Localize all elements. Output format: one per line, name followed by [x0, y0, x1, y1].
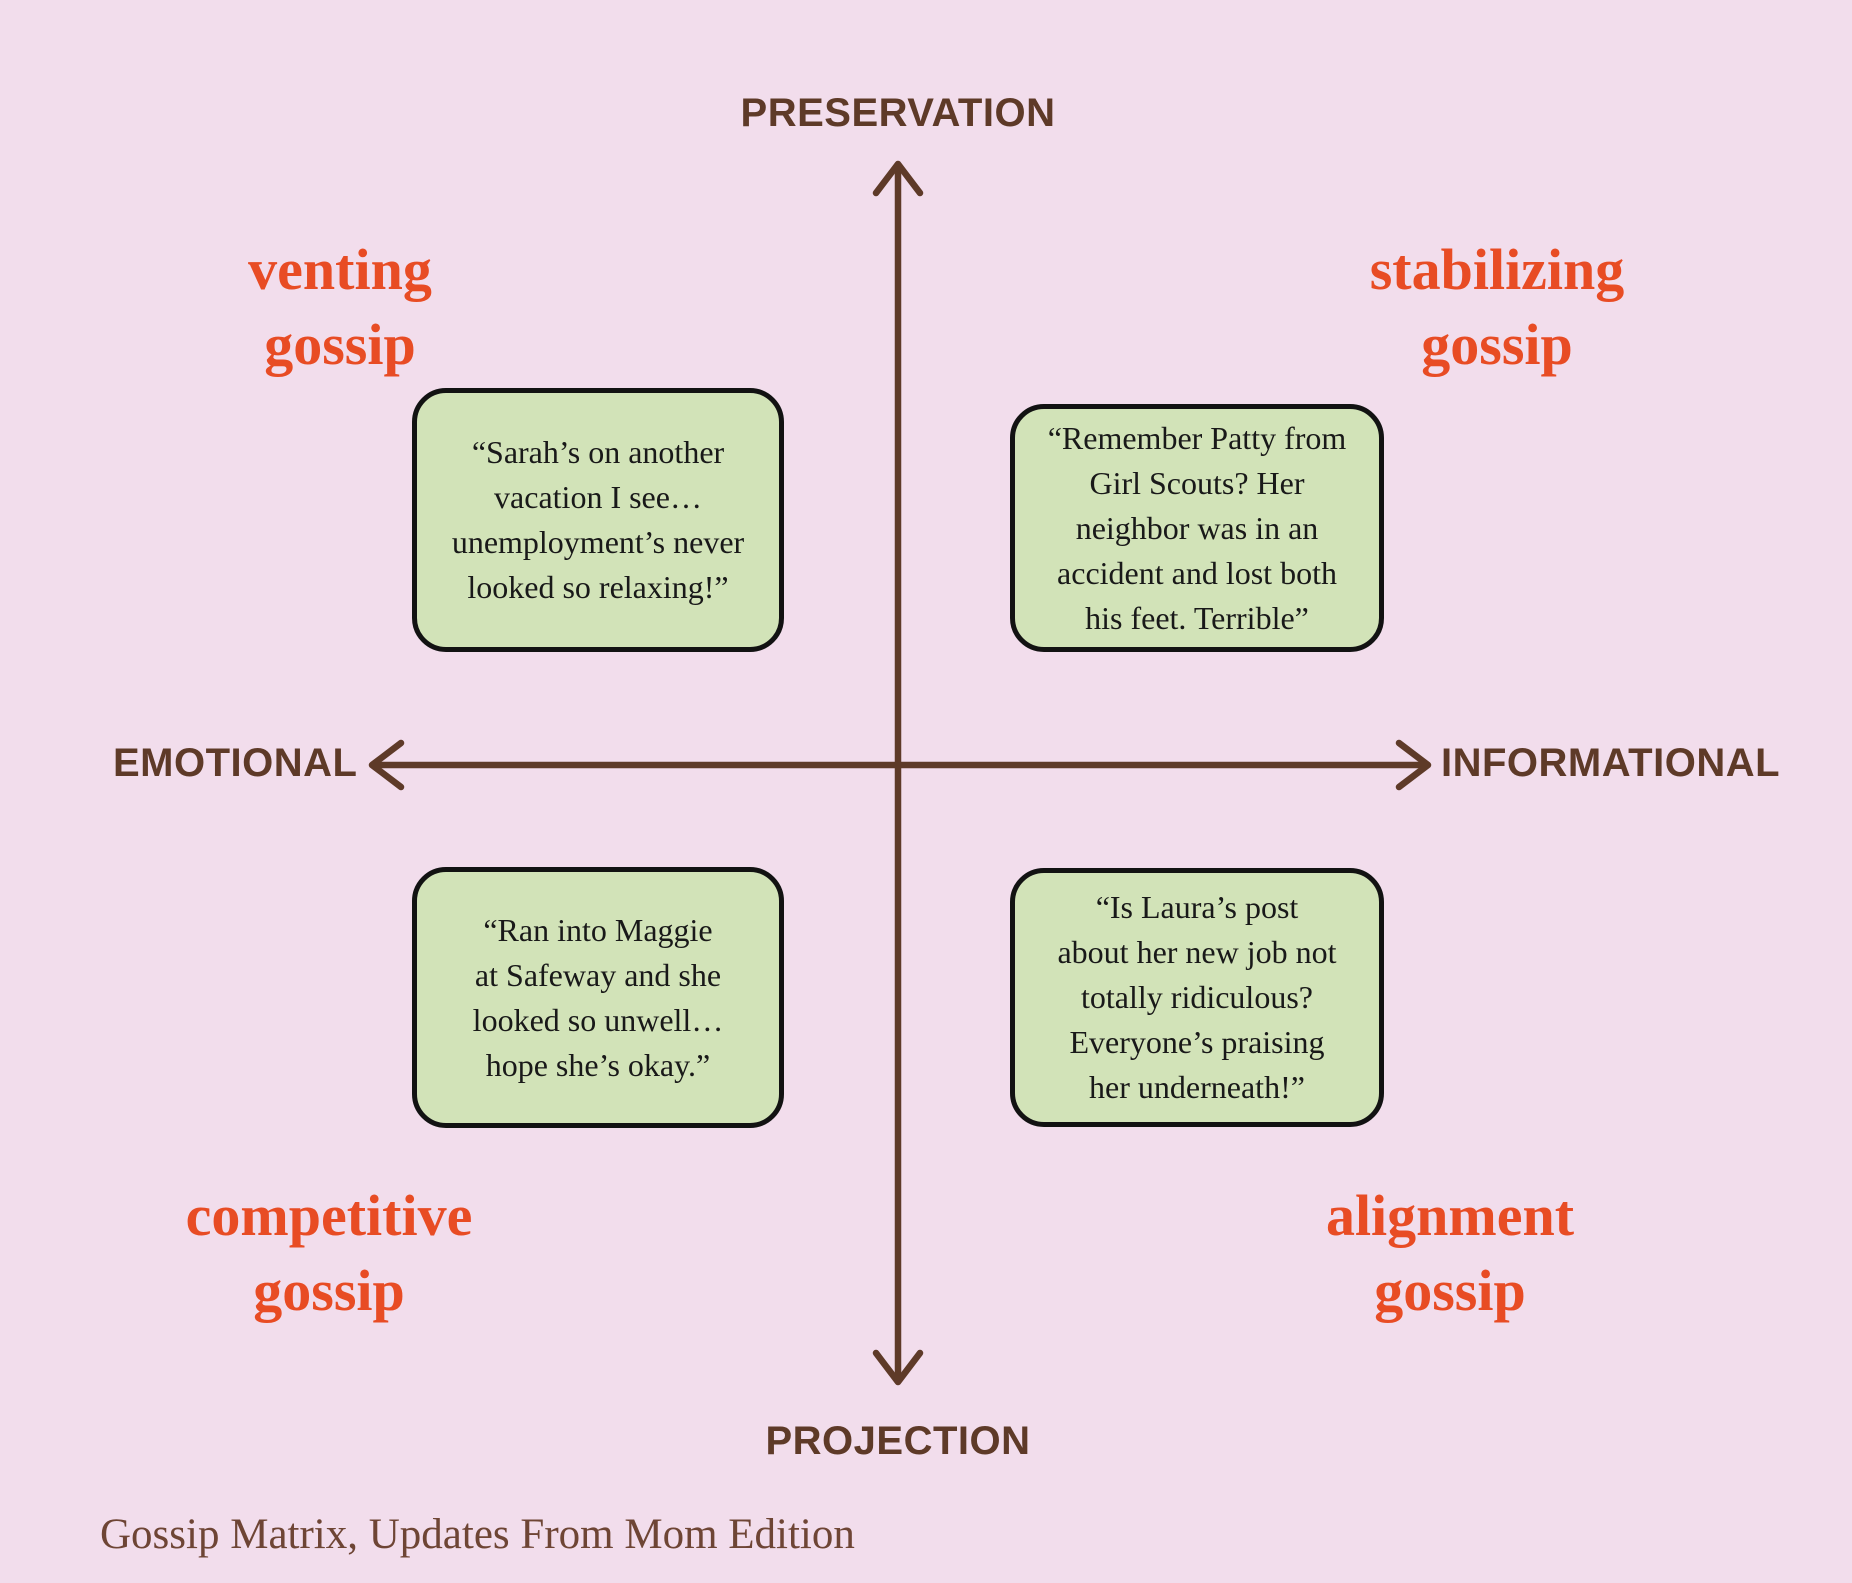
diagram-caption: Gossip Matrix, Updates From Mom Edition: [100, 1511, 855, 1558]
up-arrowhead-icon: [872, 160, 924, 197]
down-arrowhead-icon: [872, 1349, 924, 1386]
quadrant-label-alignment-gossip: alignment gossip: [1325, 1183, 1575, 1323]
axis-label-emotional: EMOTIONAL: [113, 741, 358, 785]
quote-text-alignment: “Is Laura’s post about her new job not t…: [1057, 889, 1337, 1105]
quote-text-venting: “Sarah’s on another vacation I see… unem…: [451, 434, 745, 605]
quadrant-label-competitive-gossip: competitive gossip: [185, 1183, 473, 1323]
left-arrowhead-icon: [368, 739, 405, 791]
axis-label-informational: INFORMATIONAL: [1441, 741, 1781, 785]
quadrant-label-venting-gossip: venting gossip: [248, 237, 432, 377]
quote-box-competitive: “Ran into Maggie at Safeway and she look…: [412, 867, 784, 1128]
quote-box-stabilizing: “Remember Patty from Girl Scouts? Her ne…: [1010, 404, 1384, 652]
quote-box-venting: “Sarah’s on another vacation I see… unem…: [412, 388, 784, 652]
quadrant-label-stabilizing-gossip: stabilizing gossip: [1369, 237, 1625, 377]
quote-box-alignment: “Is Laura’s post about her new job not t…: [1010, 868, 1384, 1127]
axis-label-preservation: PRESERVATION: [740, 91, 1056, 135]
quote-text-competitive: “Ran into Maggie at Safeway and she look…: [472, 911, 724, 1083]
right-arrowhead-icon: [1395, 739, 1432, 791]
quote-text-stabilizing: “Remember Patty from Girl Scouts? Her ne…: [1047, 419, 1347, 636]
axis-label-projection: PROJECTION: [765, 1419, 1031, 1463]
